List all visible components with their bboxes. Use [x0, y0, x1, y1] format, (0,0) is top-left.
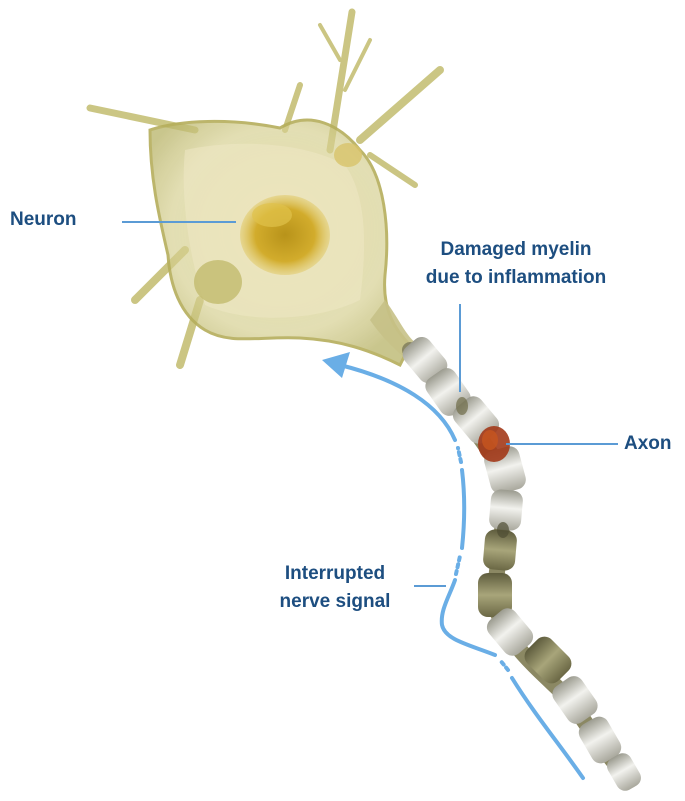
arrow-head-icon	[322, 352, 350, 378]
neuron-label-text: Neuron	[10, 206, 77, 234]
neuron-label: Neuron	[10, 206, 77, 234]
interrupted-signal-label: Interrupted nerve signal	[260, 560, 410, 616]
myelin-segments	[399, 333, 645, 794]
damaged-myelin-label: Damaged myelin due to inflammation	[392, 236, 640, 292]
damaged-myelin-label-line1: Damaged myelin	[392, 236, 640, 264]
interrupted-signal-label-line2: nerve signal	[260, 588, 410, 616]
axon	[399, 333, 645, 794]
axon-label: Axon	[624, 430, 672, 458]
interrupted-signal-label-line1: Interrupted	[260, 560, 410, 588]
axon-label-text: Axon	[624, 430, 672, 458]
damaged-myelin-label-line2: due to inflammation	[392, 264, 640, 292]
